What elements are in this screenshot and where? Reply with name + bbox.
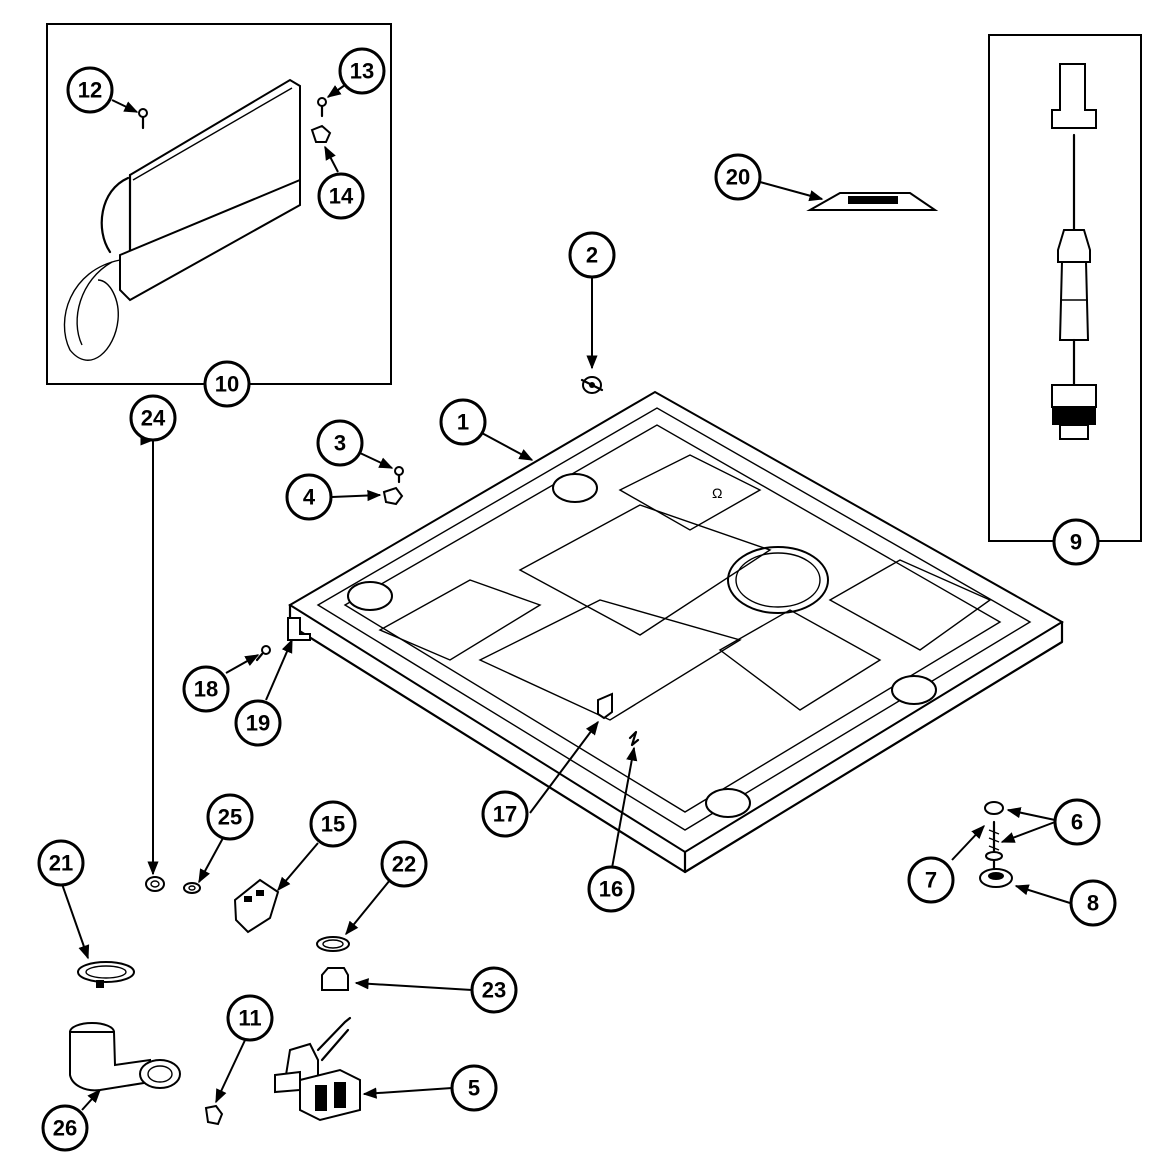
svg-text:9: 9 [1070, 530, 1082, 555]
callout-2[interactable]: 2 [568, 231, 616, 279]
svg-text:15: 15 [321, 812, 345, 837]
callout-6[interactable]: 6 [1053, 798, 1101, 846]
callout-25[interactable]: 25 [206, 793, 254, 841]
svg-text:16: 16 [599, 877, 623, 902]
screw-13-part [317, 97, 327, 118]
pad-20-part [806, 192, 939, 211]
inset-box-heater-assembly [46, 23, 392, 385]
suspension-rod-part [1051, 63, 1097, 440]
svg-text:24: 24 [141, 406, 166, 431]
callout-10[interactable]: 10 [203, 360, 251, 408]
washer-25-part [183, 882, 201, 894]
cap-24-part [145, 876, 165, 892]
svg-text:25: 25 [218, 805, 242, 830]
svg-text:4: 4 [303, 485, 316, 510]
svg-text:12: 12 [78, 78, 102, 103]
screw-12-part [138, 108, 148, 130]
hose-clamp-21-part [77, 961, 135, 988]
callout-14[interactable]: 14 [317, 172, 365, 220]
callout-18[interactable]: 18 [182, 665, 230, 713]
svg-text:5: 5 [468, 1076, 480, 1101]
clamp-22-part [316, 936, 350, 952]
svg-text:2: 2 [586, 243, 598, 268]
clip-11-part [204, 1104, 224, 1126]
callout-23[interactable]: 23 [470, 966, 518, 1014]
base-mark-glyph: Ω [712, 485, 722, 501]
svg-text:18: 18 [194, 677, 218, 702]
base-pan-part: Ω [287, 390, 1064, 874]
svg-text:22: 22 [392, 852, 416, 877]
svg-text:3: 3 [334, 431, 346, 456]
svg-text:13: 13 [350, 59, 374, 84]
clip-16-part [628, 730, 640, 747]
svg-text:17: 17 [493, 802, 517, 827]
svg-text:11: 11 [238, 1006, 261, 1031]
callout-8[interactable]: 8 [1069, 879, 1117, 927]
inset-box-suspension-rod [988, 34, 1142, 542]
callout-24[interactable]: 24 [129, 394, 177, 442]
svg-text:6: 6 [1071, 810, 1083, 835]
clip-14-part [310, 124, 332, 143]
cap-23-part [321, 967, 349, 991]
callout-7[interactable]: 7 [907, 856, 955, 904]
bracket-17-part [597, 692, 613, 720]
svg-text:20: 20 [726, 165, 750, 190]
svg-text:1: 1 [457, 410, 469, 435]
callout-1[interactable]: 1 [439, 398, 487, 446]
screw-3-part [394, 466, 404, 484]
leveling-leg-part [979, 801, 1013, 888]
callout-9[interactable]: 9 [1052, 518, 1100, 566]
elbow-26-part [69, 1022, 181, 1092]
callout-16[interactable]: 16 [587, 865, 635, 913]
callout-12[interactable]: 12 [66, 66, 114, 114]
callout-11[interactable]: 11 [226, 994, 274, 1042]
callout-17[interactable]: 17 [481, 790, 529, 838]
callout-13[interactable]: 13 [338, 47, 386, 95]
callout-5[interactable]: 5 [450, 1064, 498, 1112]
svg-text:8: 8 [1087, 891, 1099, 916]
svg-text:7: 7 [925, 868, 937, 893]
callout-26[interactable]: 26 [41, 1104, 89, 1152]
svg-text:19: 19 [246, 711, 270, 736]
grommet-2-part [580, 376, 604, 394]
callout-20[interactable]: 20 [714, 153, 762, 201]
screw-18-part [255, 645, 271, 662]
water-valve-5-part [274, 1016, 361, 1122]
callout-3[interactable]: 3 [316, 419, 364, 467]
svg-text:23: 23 [482, 978, 506, 1003]
svg-text:14: 14 [329, 184, 354, 209]
clip-4-part [382, 486, 404, 506]
callout-19[interactable]: 19 [234, 699, 282, 747]
svg-text:10: 10 [215, 372, 239, 397]
svg-text:21: 21 [49, 851, 73, 876]
pressure-switch-15-part [233, 878, 280, 934]
callout-21[interactable]: 21 [37, 839, 85, 887]
svg-text:26: 26 [53, 1116, 77, 1141]
callout-15[interactable]: 15 [309, 800, 357, 848]
heater-panel-part [63, 78, 301, 361]
callout-4[interactable]: 4 [285, 473, 333, 521]
callout-22[interactable]: 22 [380, 840, 428, 888]
